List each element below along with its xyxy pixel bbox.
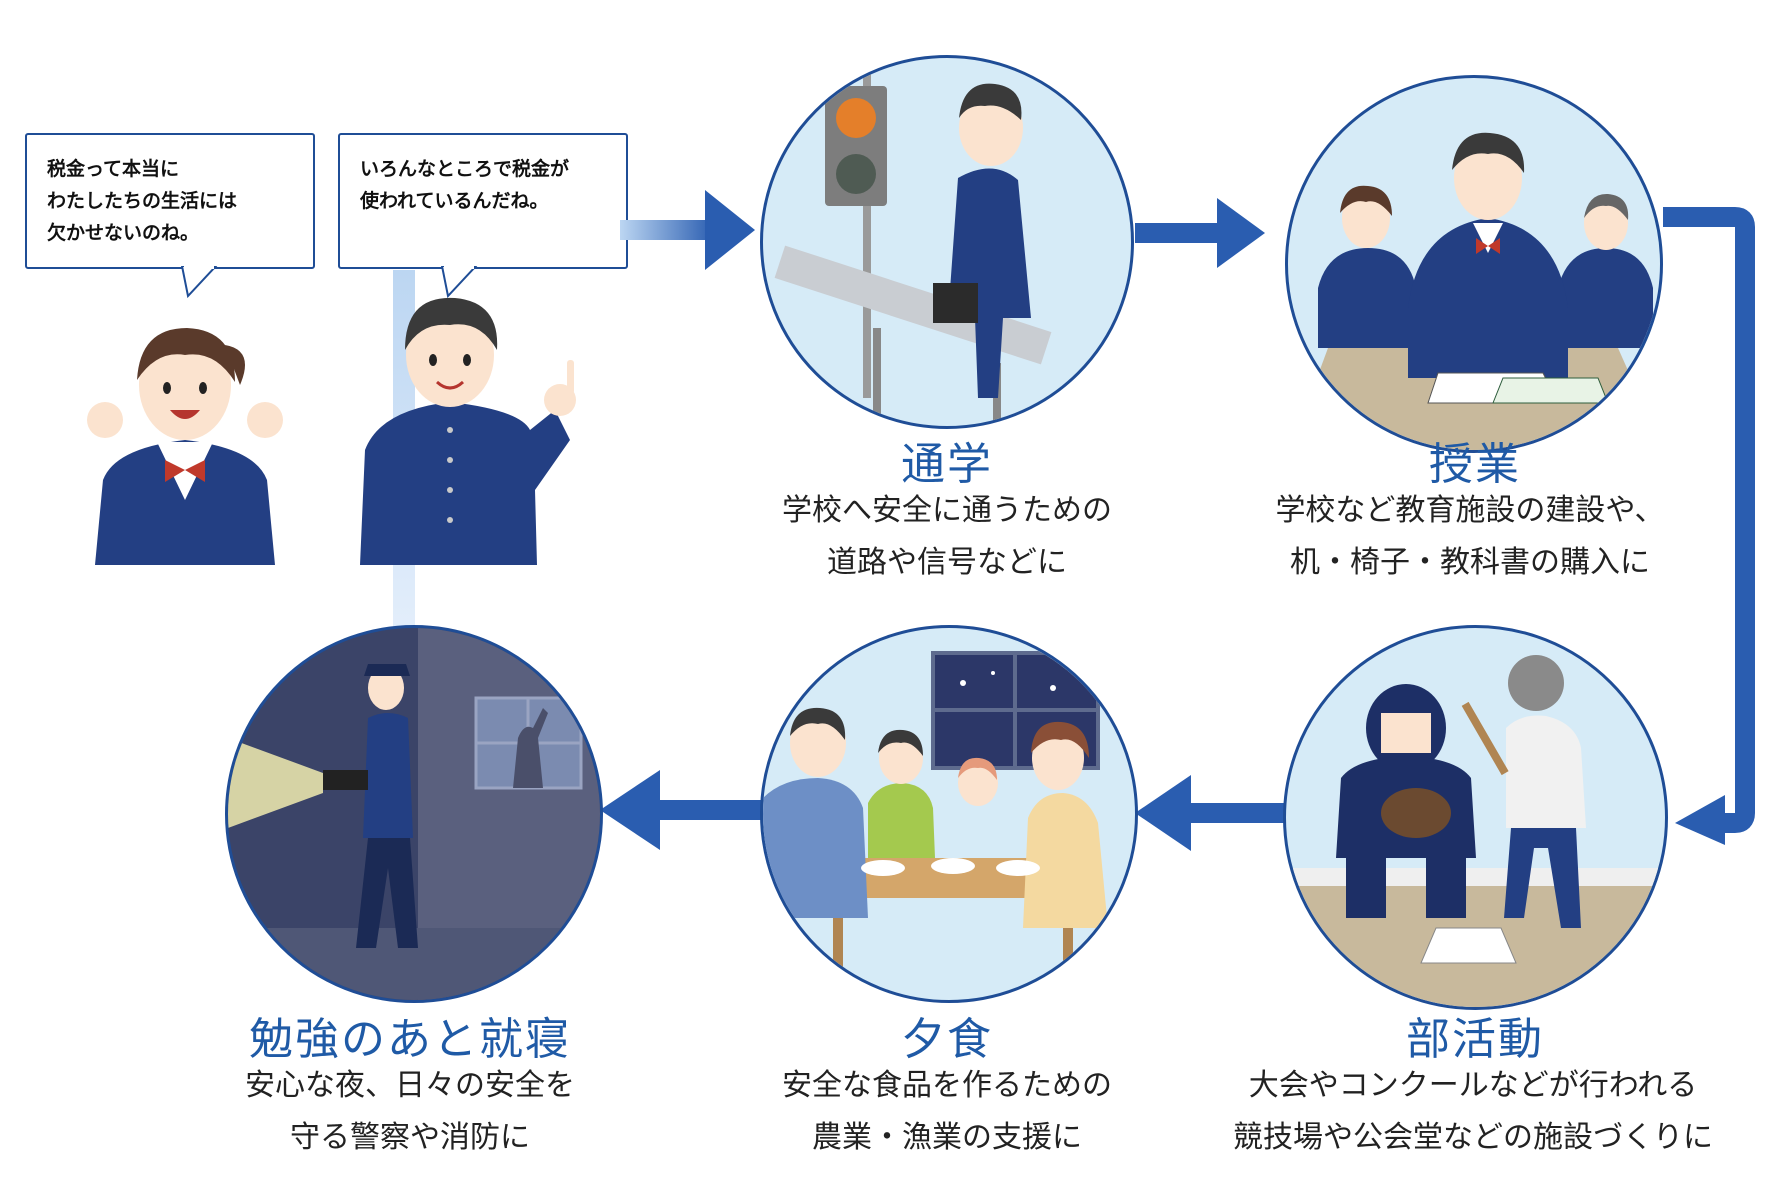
club-circle xyxy=(1283,625,1668,1010)
arrow-club-to-dinner xyxy=(1135,775,1295,851)
arrow-dinner-to-sleep xyxy=(600,770,765,850)
commute-desc: 学校へ安全に通うための 道路や信号などに xyxy=(782,493,1112,580)
dinner-circle xyxy=(760,625,1138,1003)
boy-bubble-tail xyxy=(440,266,478,299)
sleep-title: 勉強のあと就寝 xyxy=(249,1014,571,1065)
girl-bubble-tail xyxy=(180,266,218,299)
club-desc: 大会やコンクールなどが行われる 競技場や公会堂などの施設づくりに xyxy=(1233,1068,1713,1155)
dinner-illustration xyxy=(763,651,1108,1000)
class-title: 授業 xyxy=(1429,439,1521,490)
sleep-desc: 安心な夜、日々の安全を 守る警察や消防に xyxy=(245,1068,575,1155)
class-circle xyxy=(1285,75,1663,453)
arrow-class-to-club xyxy=(1663,207,1755,845)
commute-title: 通学 xyxy=(901,439,993,490)
boy-illustration xyxy=(360,297,576,565)
boy-speech-bubble: いろんなところで税金が 使われているんだね。 xyxy=(338,133,628,269)
club-illustration xyxy=(1286,655,1665,1007)
club-title: 部活動 xyxy=(1406,1014,1544,1065)
arrow-commute-to-class xyxy=(1135,198,1265,268)
commute-illustration xyxy=(774,68,1052,426)
sleep-circle xyxy=(225,625,603,1003)
arrow-start-to-commute xyxy=(620,190,755,270)
commute-circle xyxy=(760,55,1134,429)
dinner-title: 夕食 xyxy=(901,1014,993,1065)
class-illustration xyxy=(1290,132,1660,450)
class-desc: 学校など教育施設の建設や、 机・椅子・教科書の購入に xyxy=(1275,493,1665,580)
girl-illustration xyxy=(87,328,283,565)
sleep-illustration xyxy=(228,628,600,1000)
dinner-desc: 安全な食品を作るための 農業・漁業の支援に xyxy=(782,1068,1112,1155)
girl-speech-bubble: 税金って本当に わたしたちの生活には 欠かせないのね。 xyxy=(25,133,315,269)
